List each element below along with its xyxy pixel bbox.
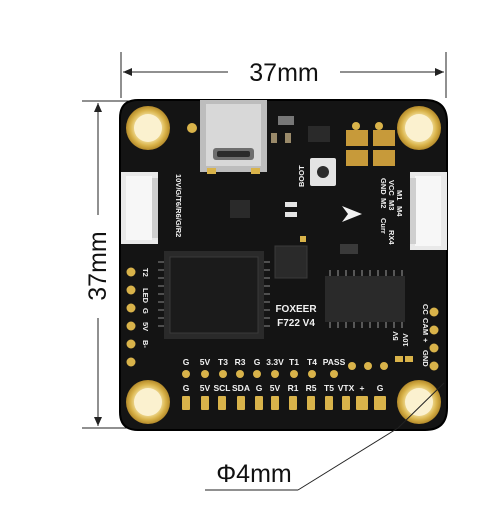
svg-text:G: G xyxy=(254,357,261,367)
mounting-hole-bottom-right xyxy=(397,380,441,424)
height-dimension: 37mm xyxy=(82,100,160,429)
svg-text:5V: 5V xyxy=(200,383,211,393)
svg-text:PASS: PASS xyxy=(323,357,346,367)
boot-button xyxy=(310,158,336,186)
bottom-row-labels: G 5V SCL SDA G 5V R1 R5 T5 VTX + G xyxy=(183,383,384,393)
svg-text:R3: R3 xyxy=(235,357,246,367)
svg-text:GND: GND xyxy=(379,178,388,195)
bottom-row-pads xyxy=(182,396,386,410)
hole-diameter-label: Φ4mm xyxy=(216,460,292,488)
top-row-pads xyxy=(182,362,388,378)
osd-chip xyxy=(325,270,405,328)
left-pad-labels: T2 LED G 5V B- xyxy=(141,268,150,348)
gyro-chip xyxy=(274,245,308,279)
svg-text:5V: 5V xyxy=(270,383,281,393)
brand-name: FOXEER xyxy=(275,304,317,315)
mounting-hole-bottom-left xyxy=(126,380,170,424)
svg-text:M3: M3 xyxy=(387,200,396,210)
svg-text:10V: 10V xyxy=(401,333,410,346)
left-pads xyxy=(126,267,136,367)
svg-text:VTX: VTX xyxy=(338,383,355,393)
svg-text:G: G xyxy=(183,357,190,367)
right-pad-labels: CC CAM + GND xyxy=(421,304,430,367)
usb-c-connector xyxy=(200,100,267,174)
svg-text:M1: M1 xyxy=(395,190,404,200)
left-connector-label: 10V/G/T6/R6/G/R2 xyxy=(174,174,183,237)
svg-text:RX4: RX4 xyxy=(387,230,396,245)
svg-text:G: G xyxy=(141,308,150,314)
mid-pads: 5V 10V xyxy=(391,331,413,362)
svg-text:Curr: Curr xyxy=(379,218,388,234)
boot-label: BOOT xyxy=(297,165,306,187)
right-pads xyxy=(429,307,439,371)
hole-diameter-callout: Φ4mm xyxy=(205,382,445,491)
svg-text:R5: R5 xyxy=(306,383,317,393)
svg-text:T5: T5 xyxy=(324,383,334,393)
model-name: F722 V4 xyxy=(277,318,315,329)
svg-text:R1: R1 xyxy=(288,383,299,393)
svg-text:T2: T2 xyxy=(141,268,150,277)
svg-text:LED: LED xyxy=(141,288,150,304)
svg-text:T3: T3 xyxy=(218,357,228,367)
width-label: 37mm xyxy=(249,59,318,87)
svg-text:5V: 5V xyxy=(391,331,400,340)
flight-controller-board: BOOT 10V/G/T6/R6/G/R2 GND VCC M1 M2 M3 M… xyxy=(119,99,448,431)
right-connector xyxy=(410,172,447,250)
svg-text:CAM: CAM xyxy=(421,318,430,335)
mounting-hole-top-right xyxy=(397,106,441,150)
svg-text:SDA: SDA xyxy=(232,383,250,393)
brand-logo-icon xyxy=(342,206,362,222)
svg-text:+: + xyxy=(360,383,365,393)
height-label: 37mm xyxy=(84,231,112,300)
svg-text:5V: 5V xyxy=(200,357,211,367)
width-dimension: 37mm xyxy=(120,52,447,98)
svg-text:3.3V: 3.3V xyxy=(266,357,284,367)
svg-text:CC: CC xyxy=(421,304,430,315)
left-connector xyxy=(121,172,158,244)
svg-text:B-: B- xyxy=(141,340,150,348)
main-mcu-chip xyxy=(158,251,270,339)
svg-text:GND: GND xyxy=(421,350,430,367)
svg-text:+: + xyxy=(421,338,430,343)
top-row-labels: G 5V T3 R3 G 3.3V T1 T4 PASS xyxy=(183,357,346,367)
svg-text:T4: T4 xyxy=(307,357,317,367)
mounting-hole-top-left xyxy=(126,106,170,150)
svg-text:M2: M2 xyxy=(379,198,388,208)
svg-text:VCC: VCC xyxy=(387,180,396,196)
svg-text:SCL: SCL xyxy=(214,383,231,393)
svg-text:T1: T1 xyxy=(289,357,299,367)
right-connector-labels: GND VCC M1 M2 M3 M4 Curr RX4 xyxy=(379,178,404,245)
svg-text:5V: 5V xyxy=(141,322,150,331)
svg-text:M4: M4 xyxy=(395,206,404,217)
svg-text:G: G xyxy=(377,383,384,393)
svg-text:G: G xyxy=(183,383,190,393)
svg-text:G: G xyxy=(256,383,263,393)
